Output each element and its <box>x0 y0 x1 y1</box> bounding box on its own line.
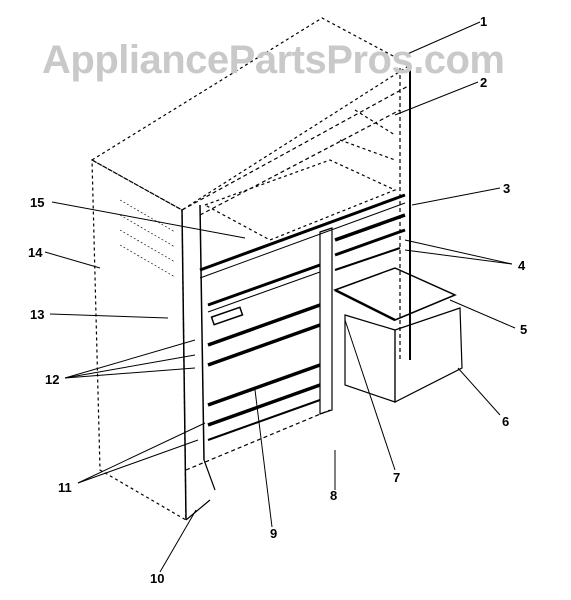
left-side-panel <box>91 158 187 522</box>
watermark-text: AppliancePartsPros.com <box>42 38 505 82</box>
center-divider <box>319 227 333 415</box>
drawer-rail-1 <box>207 263 321 307</box>
callout-15: 15 <box>30 195 44 210</box>
callout-4: 4 <box>518 258 526 273</box>
right-rail-1 <box>334 213 406 242</box>
callout-2: 2 <box>480 75 487 90</box>
drawer-box-side <box>344 314 396 403</box>
callout-6: 6 <box>502 414 509 429</box>
callout-5: 5 <box>520 322 527 337</box>
callout-7: 7 <box>393 470 400 485</box>
callout-1: 1 <box>480 14 487 29</box>
base-front <box>185 409 331 471</box>
side-hatching <box>119 199 176 278</box>
drawer-lid <box>333 267 457 321</box>
leader-lines <box>44 21 516 573</box>
callout-14: 14 <box>28 245 43 260</box>
callout-11: 11 <box>58 480 72 495</box>
rail-top <box>199 193 406 272</box>
handle-slot <box>210 306 244 326</box>
callout-9: 9 <box>270 526 277 541</box>
callout-12: 12 <box>45 372 59 387</box>
front-left-post <box>181 209 187 521</box>
callout-3: 3 <box>503 181 510 196</box>
drawer-rail-3 <box>207 363 321 407</box>
callout-8: 8 <box>330 488 337 503</box>
upper-shelf <box>203 159 397 241</box>
drawer-rail-2 <box>207 303 321 347</box>
drawer-box-front <box>394 307 463 403</box>
callout-13: 13 <box>30 307 44 322</box>
callout-10: 10 <box>150 571 164 586</box>
